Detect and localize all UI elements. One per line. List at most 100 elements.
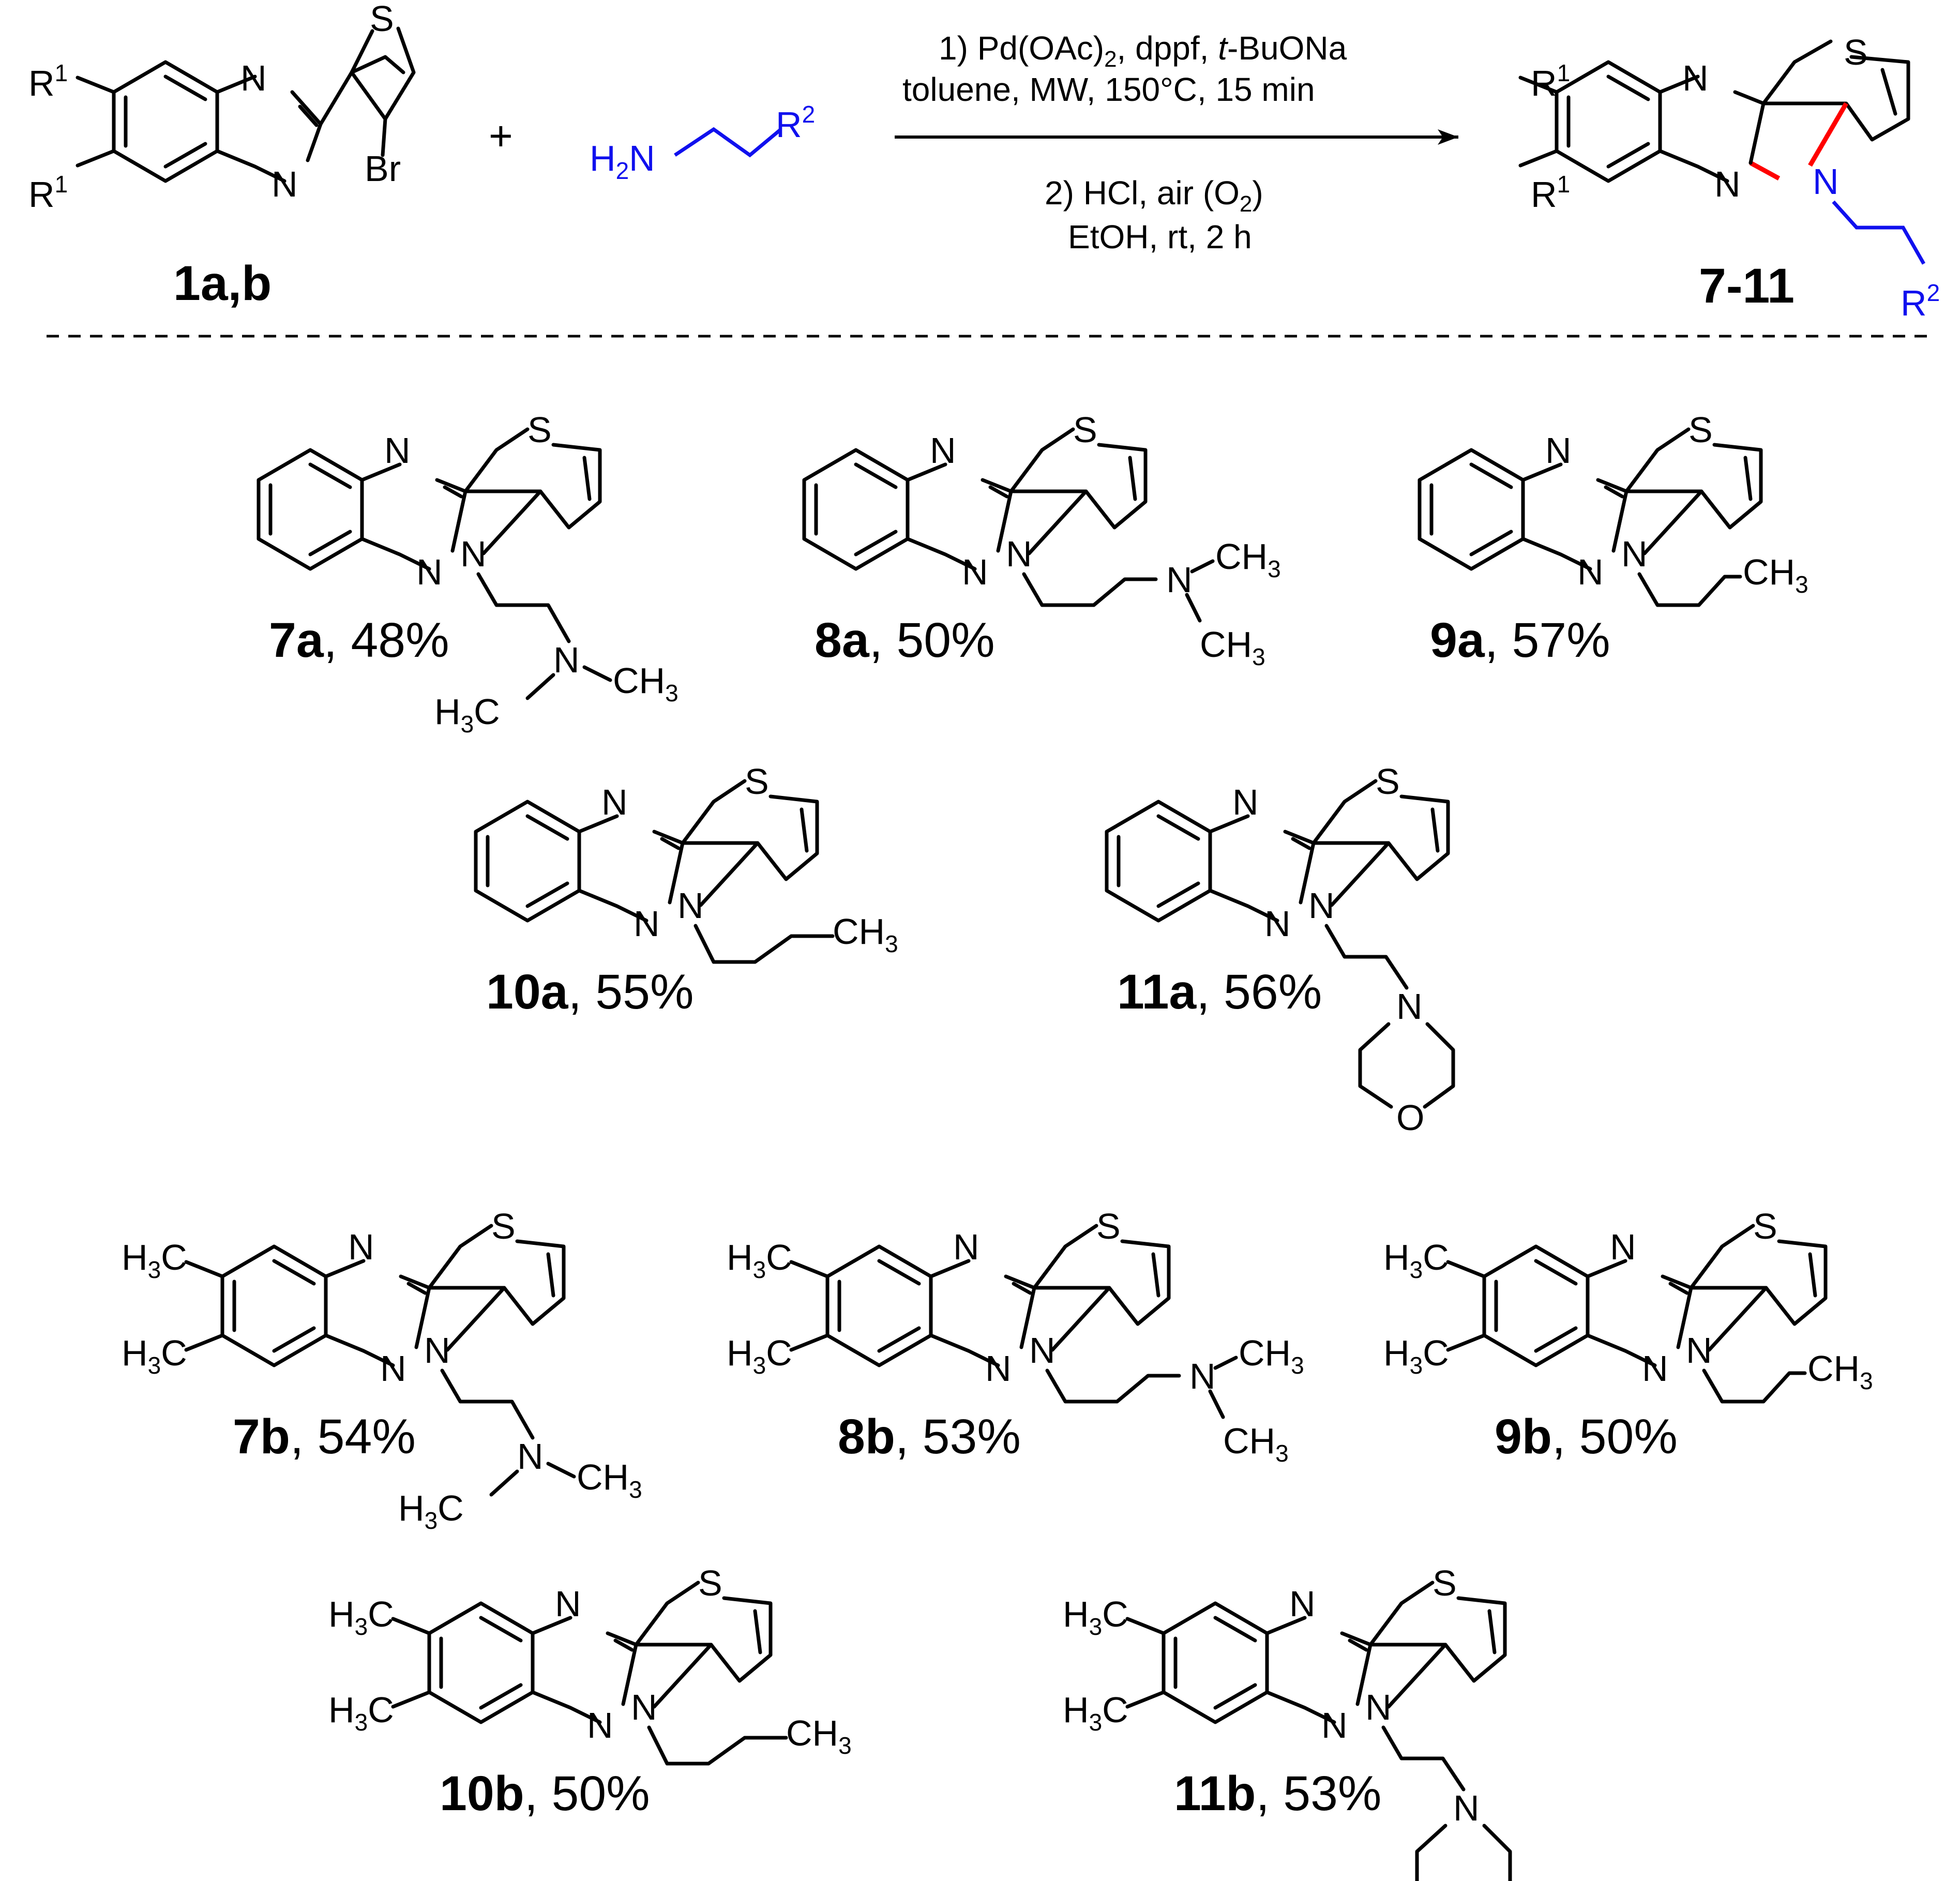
atom-s: S — [1753, 1206, 1777, 1246]
compound-label: 10a, 55% — [486, 965, 693, 1019]
methyl-group: H3C — [727, 1333, 792, 1379]
atom-n: N — [1166, 560, 1193, 600]
atom-n: N — [1006, 534, 1032, 574]
methyl-group: CH3 — [1239, 1333, 1304, 1379]
reaction-arrow-head — [1438, 129, 1458, 145]
amine-reagent: H2N R2 — [590, 101, 815, 184]
atom-n: N — [962, 552, 988, 592]
atom-n: N — [1189, 1356, 1216, 1396]
atom-s: S — [698, 1563, 722, 1603]
atom-n: N — [587, 1705, 613, 1745]
methyl-group: H3C — [398, 1488, 464, 1534]
atom-n: N — [677, 885, 704, 926]
atom-n: N — [631, 1687, 657, 1727]
atom-s: S — [491, 1206, 516, 1246]
methyl-group: CH3 — [577, 1457, 642, 1503]
atom-n: N — [1577, 552, 1604, 592]
atom-n: N — [1545, 430, 1572, 471]
methyl-group: CH3 — [1807, 1348, 1873, 1394]
methyl-group: CH3 — [833, 911, 898, 957]
plus-sign: + — [489, 113, 513, 159]
condition-step2-line1: 2) HCl, air (O2) — [1045, 174, 1263, 217]
compound-label: 9a, 57% — [1430, 613, 1610, 668]
atom-n: N — [272, 164, 298, 204]
compound-11b: H3CH3CNNSNNO11b, 53% — [1063, 1563, 1512, 1881]
compound-label: 7b, 54% — [233, 1409, 416, 1464]
atom-n: N — [1453, 1788, 1480, 1828]
atom-n: N — [1714, 164, 1741, 204]
atom-s: S — [1376, 761, 1400, 802]
compound-label: 10b, 50% — [440, 1766, 650, 1821]
methyl-group: CH3 — [613, 660, 679, 706]
methyl-group: H3C — [328, 1690, 394, 1736]
atom-n: N — [348, 1227, 374, 1267]
atom-o: O — [1396, 1097, 1424, 1138]
atom-n: N — [1232, 782, 1259, 822]
reactant-1ab: N N S Br R1 R1 1a,b — [28, 0, 416, 311]
substituent-r1: R1 — [1531, 59, 1570, 103]
atom-n: N — [1686, 1330, 1712, 1371]
atom-n: N — [1029, 1330, 1056, 1371]
methyl-group: CH3 — [1215, 536, 1281, 582]
atom-s: S — [745, 761, 769, 802]
substituent-r2: R2 — [1901, 279, 1940, 323]
atom-n: N — [380, 1348, 406, 1389]
compound-label: 9b, 50% — [1495, 1409, 1678, 1464]
atom-s: S — [1433, 1563, 1457, 1603]
atom-n: N — [1813, 161, 1839, 202]
atom-s: S — [1688, 410, 1713, 450]
methyl-group: CH3 — [1200, 624, 1265, 670]
substituent-r1: R1 — [28, 171, 68, 215]
atom-n: N — [553, 640, 580, 680]
atom-n: N — [985, 1348, 1012, 1389]
methyl-group: H3C — [122, 1237, 187, 1283]
atom-s: S — [527, 410, 552, 450]
atom-n: N — [384, 430, 411, 471]
atom-n: N — [1610, 1227, 1636, 1267]
condition-step1-line1: 1) Pd(OAc)2, dppf, t-BuONa — [939, 29, 1347, 72]
atom-n: N — [634, 904, 660, 944]
atom-s: S — [1844, 32, 1868, 72]
atom-n: N — [1642, 1348, 1668, 1389]
methyl-group: H3C — [1063, 1594, 1128, 1640]
substituent-r1: R1 — [1531, 171, 1570, 215]
atom-n: N — [416, 552, 443, 592]
methyl-group: H3C — [1383, 1333, 1449, 1379]
atom-n: N — [1321, 1705, 1348, 1745]
compound-label: 8a, 50% — [815, 613, 995, 668]
atom-n: N — [1365, 1687, 1392, 1727]
atom-n: N — [1682, 58, 1709, 98]
atom-s: S — [1073, 410, 1097, 450]
methyl-group: H3C — [1383, 1237, 1449, 1283]
methyl-group: H3C — [122, 1333, 187, 1379]
atom-n: N — [953, 1227, 979, 1267]
substituent-r2: R2 — [776, 101, 815, 145]
compound-label: 8b, 53% — [838, 1409, 1021, 1464]
methyl-group: CH3 — [786, 1713, 852, 1759]
atom-n: N — [240, 58, 267, 98]
methyl-group: H3C — [434, 691, 500, 738]
methyl-group: CH3 — [1743, 552, 1808, 598]
atom-n: N — [555, 1584, 581, 1624]
compound-label: 11b, 53% — [1174, 1766, 1381, 1821]
atom-n: N — [460, 534, 487, 574]
atom-s: S — [1096, 1206, 1121, 1246]
reaction-conditions: 1) Pd(OAc)2, dppf, t-BuONa toluene, MW, … — [895, 29, 1458, 255]
condition-step1-line2: toluene, MW, 150°C, 15 min — [902, 71, 1315, 108]
condition-step2-line2: EtOH, rt, 2 h — [1068, 218, 1252, 255]
h2n-group: H2N — [590, 138, 655, 184]
atom-n: N — [517, 1436, 544, 1477]
atom-s: S — [370, 0, 394, 39]
compound-label: 11a, 56% — [1117, 965, 1322, 1019]
atom-n: N — [930, 430, 956, 471]
atom-br: Br — [365, 148, 401, 189]
